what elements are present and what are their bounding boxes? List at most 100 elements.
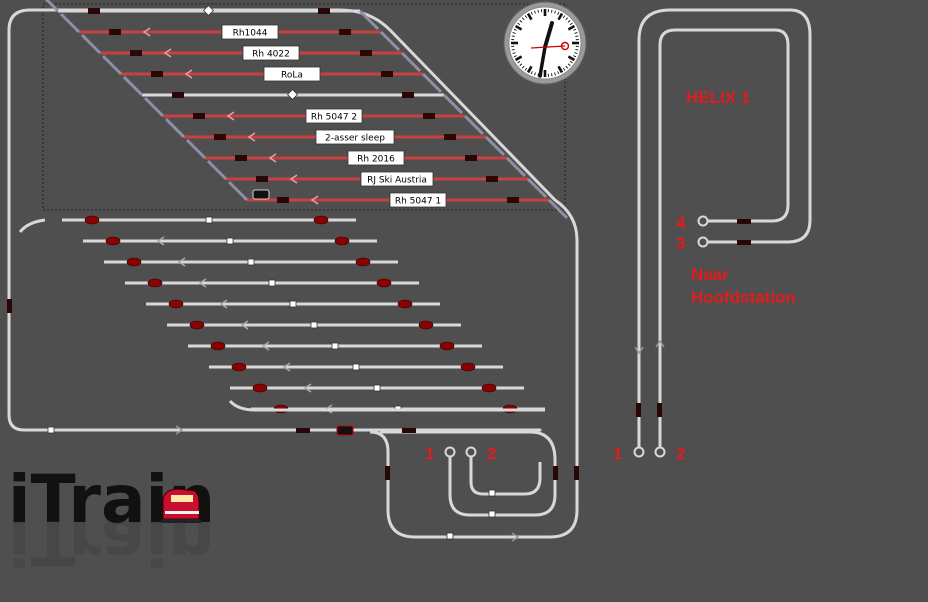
- block-marker[interactable]: [172, 92, 184, 98]
- block-marker[interactable]: [7, 299, 12, 313]
- signal-marker[interactable]: [231, 362, 247, 372]
- block-marker[interactable]: [381, 71, 393, 77]
- sensor[interactable]: [373, 384, 381, 392]
- block-marker[interactable]: [235, 155, 247, 161]
- block-marker[interactable]: [151, 71, 163, 77]
- sensor[interactable]: [310, 321, 318, 329]
- helix-endpoint-1[interactable]: [633, 446, 645, 458]
- bottom-outer-loop[interactable]: [369, 430, 579, 539]
- bottom-inner-loop[interactable]: [380, 430, 557, 517]
- helix-endpoint-2[interactable]: [654, 446, 666, 458]
- block-marker[interactable]: [193, 113, 205, 119]
- signal-marker[interactable]: [252, 383, 268, 393]
- sensor[interactable]: [205, 216, 213, 224]
- yard-entry-switch[interactable]: [143, 96, 165, 118]
- yard-entry-switch[interactable]: [122, 75, 144, 97]
- helix-inner-track[interactable]: [658, 28, 790, 452]
- yard-exit-switch[interactable]: [379, 30, 401, 52]
- signal-marker[interactable]: [418, 320, 434, 330]
- block-marker[interactable]: [277, 197, 289, 203]
- block-marker[interactable]: [423, 113, 435, 119]
- block-marker[interactable]: [486, 176, 498, 182]
- yard-entry-switch[interactable]: [59, 12, 81, 34]
- signal-marker[interactable]: [147, 278, 163, 288]
- block-marker[interactable]: [339, 29, 351, 35]
- block-marker[interactable]: [507, 197, 519, 203]
- sensor[interactable]: [247, 258, 255, 266]
- block-marker[interactable]: [465, 155, 477, 161]
- signal-marker[interactable]: [210, 341, 226, 351]
- block-marker[interactable]: [553, 466, 558, 480]
- block-marker[interactable]: [360, 50, 372, 56]
- signal-marker[interactable]: [84, 215, 100, 225]
- block-marker[interactable]: [296, 428, 310, 433]
- sensor[interactable]: [331, 342, 339, 350]
- train-label-box[interactable]: [389, 192, 447, 208]
- yard-exit-switch[interactable]: [442, 93, 464, 115]
- yard-exit-switch[interactable]: [526, 177, 548, 199]
- block-marker[interactable]: [737, 240, 751, 245]
- endpoint-mid-1[interactable]: [444, 446, 456, 458]
- block-marker[interactable]: [737, 219, 751, 224]
- yard-entry-switch[interactable]: [185, 138, 207, 160]
- yard-entry-switch[interactable]: [40, 0, 60, 13]
- block-marker[interactable]: [385, 466, 390, 480]
- signal-marker[interactable]: [105, 236, 121, 246]
- signal-marker[interactable]: [376, 278, 392, 288]
- sensor[interactable]: [268, 279, 276, 287]
- signal-marker[interactable]: [126, 257, 142, 267]
- train-label-box[interactable]: [305, 108, 363, 124]
- signal-marker[interactable]: [334, 236, 350, 246]
- signal-marker[interactable]: [168, 299, 184, 309]
- block-marker[interactable]: [657, 403, 662, 417]
- yard-exit-switch[interactable]: [421, 72, 443, 94]
- train-label-box[interactable]: [360, 171, 434, 187]
- yard-exit-switch[interactable]: [400, 51, 422, 73]
- block-marker[interactable]: [88, 8, 100, 14]
- yard-exit-switch[interactable]: [484, 135, 506, 157]
- switch-indicator[interactable]: [286, 88, 299, 101]
- helix-endpoint-4[interactable]: [697, 215, 709, 227]
- sensor[interactable]: [289, 300, 297, 308]
- helix-outer-track[interactable]: [637, 8, 812, 452]
- block-marker[interactable]: [130, 50, 142, 56]
- train-label-box[interactable]: [315, 129, 395, 145]
- yard-exit-switch[interactable]: [358, 9, 380, 31]
- yard-entry-switch[interactable]: [164, 117, 186, 139]
- train-label-box[interactable]: [347, 150, 405, 166]
- signal-marker[interactable]: [481, 383, 497, 393]
- block-marker[interactable]: [402, 428, 416, 433]
- sensor[interactable]: [488, 510, 496, 518]
- signal-marker[interactable]: [439, 341, 455, 351]
- signal-marker[interactable]: [397, 299, 413, 309]
- block-marker[interactable]: [318, 8, 330, 14]
- yard-exit-switch[interactable]: [505, 156, 527, 178]
- lower-yard-exit-track[interactable]: [228, 399, 545, 412]
- endpoint-mid-2[interactable]: [465, 446, 477, 458]
- block-marker[interactable]: [109, 29, 121, 35]
- yard-exit-switch[interactable]: [547, 198, 569, 220]
- sensor[interactable]: [352, 363, 360, 371]
- lower-yard-entry-track[interactable]: [18, 218, 46, 233]
- sensor[interactable]: [47, 426, 55, 434]
- yard-entry-switch[interactable]: [206, 159, 228, 181]
- signal-marker[interactable]: [355, 257, 371, 267]
- block-marker[interactable]: [574, 466, 579, 480]
- yard-entry-switch[interactable]: [227, 180, 249, 202]
- signal-marker[interactable]: [460, 362, 476, 372]
- sensor[interactable]: [446, 532, 454, 540]
- locomotive-icon[interactable]: [252, 189, 270, 200]
- train-label-box[interactable]: [221, 24, 279, 40]
- train-label-box[interactable]: [263, 66, 321, 82]
- yard-exit-switch[interactable]: [463, 114, 485, 136]
- signal-marker[interactable]: [313, 215, 329, 225]
- block-marker[interactable]: [402, 92, 414, 98]
- sensor[interactable]: [488, 489, 496, 497]
- outer-loop-track[interactable]: [7, 8, 579, 512]
- block-marker[interactable]: [214, 134, 226, 140]
- helix-endpoint-3[interactable]: [697, 236, 709, 248]
- yard-entry-switch[interactable]: [80, 33, 102, 55]
- switch-indicator[interactable]: [202, 4, 215, 17]
- block-marker[interactable]: [444, 134, 456, 140]
- locomotive-icon[interactable]: [336, 425, 354, 436]
